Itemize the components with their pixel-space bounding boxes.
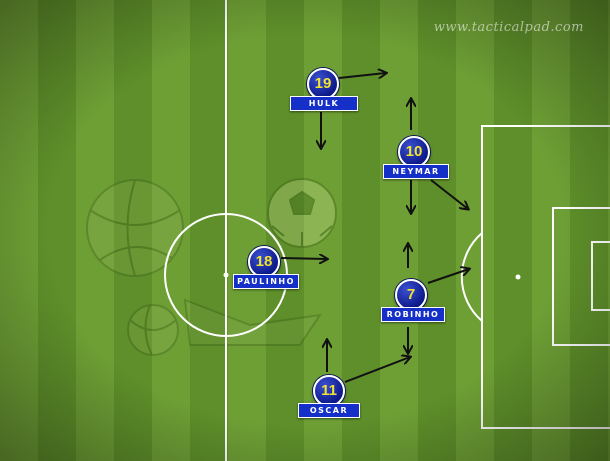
player-number: 10 [398, 136, 430, 168]
player-number: 7 [395, 279, 427, 311]
player-name: OSCAR [298, 403, 360, 418]
player-number: 11 [313, 375, 345, 407]
player-name: ROBINHO [381, 307, 445, 322]
player-name: PAULINHO [233, 274, 299, 289]
watermark-text: www.tacticalpad.com [433, 20, 584, 35]
player-number: 19 [307, 68, 339, 100]
player-name: NEYMAR [383, 164, 449, 179]
player-name: HULK [290, 96, 358, 111]
